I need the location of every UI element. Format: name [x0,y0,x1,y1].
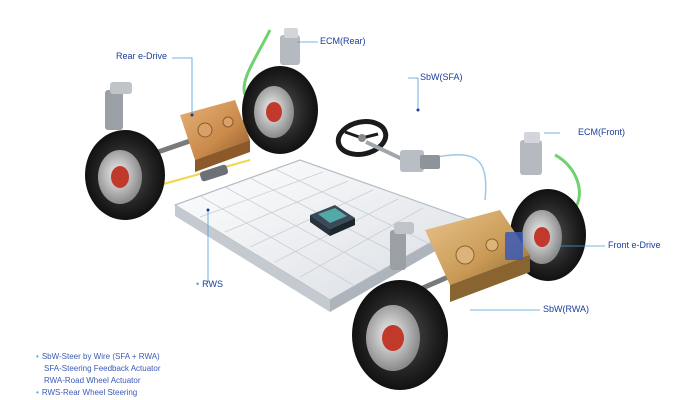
legend-line-rws: •RWS-Rear Wheel Steering [36,387,161,399]
rear-wiring-harness [242,29,272,96]
steering-wheel-sfa [335,119,440,172]
legend-text: SbW-Steer by Wire (SFA + RWA) [41,352,160,361]
rear-left-wheel [85,130,165,220]
bullet-icon: • [36,352,39,361]
legend-line-sbw: •SbW-Steer by Wire (SFA + RWA) [36,351,161,363]
rws-label-text: RWS [202,279,223,289]
sbw-rwa-label: SbW(RWA) [543,304,589,314]
rear-edrive-label: Rear e-Drive [116,51,168,61]
acronym-legend: •SbW-Steer by Wire (SFA + RWA) SFA-Steer… [36,351,161,399]
ecm-front-label: ECM(Front) [578,127,625,137]
rws-label: •RWS [196,279,223,290]
front-edrive-unit [425,210,530,302]
legend-line-sfa: SFA-Steering Feedback Actuator [44,364,161,373]
legend-text: RWS-Rear Wheel Steering [41,388,138,397]
front-edrive-label: Front e-Drive [608,240,661,250]
ecm-rear-label: ECM(Rear) [320,36,366,46]
rear-edrive-unit [180,100,250,172]
bullet-icon: • [196,279,200,289]
front-strut-left [390,222,414,270]
sbw-sfa-label: SbW(SFA) [420,72,463,82]
front-left-wheel [352,280,448,390]
bullet-icon: • [36,388,39,397]
rear-right-wheel [242,66,318,154]
rws-actuator [199,164,229,182]
ecm-rear-unit [280,28,300,65]
ecm-front-unit [520,132,542,175]
legend-line-rwa: RWA-Road Wheel Actuator [44,376,141,385]
leader-lines [172,41,605,311]
rear-strut-left [105,82,132,130]
